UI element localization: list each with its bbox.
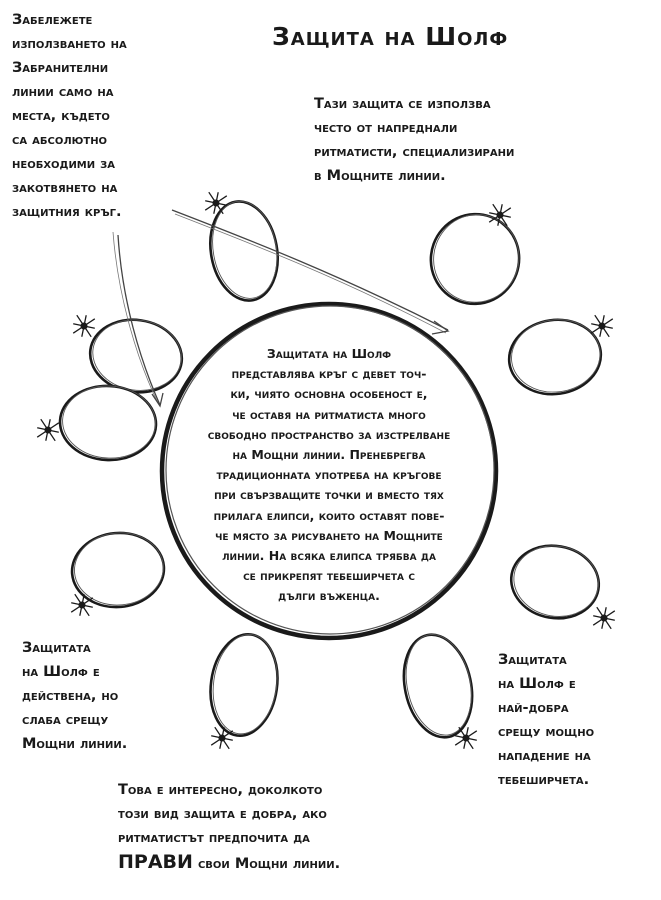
- center-line: ки, чиято основна особеност е,: [230, 386, 428, 402]
- note-line-emphasis: ПРАВИ свои Мощни линии.: [118, 850, 340, 876]
- note-line: места, където: [12, 108, 110, 124]
- note-line: нападение на: [498, 748, 591, 764]
- note-line: действена, но: [22, 688, 119, 704]
- note-line: ритматисти, специализирани: [314, 144, 515, 160]
- note-best-against: Защитата на Шолф е най-добра срещу мощно…: [498, 648, 594, 792]
- chalklings-group: [36, 191, 616, 750]
- chalkling-icon: [72, 314, 96, 338]
- note-line: често от напреднали: [314, 120, 458, 136]
- ellipses-group: [58, 200, 603, 739]
- defense-circle-group: [159, 301, 499, 641]
- note-line: в Мощните линии.: [314, 168, 446, 184]
- note-line: срещу мощно: [498, 724, 595, 740]
- bindpoint-ellipse-sketch-stroke: [92, 319, 182, 391]
- chalkling-icon: [204, 191, 228, 215]
- center-description: Защитата на Шолф представлява кръг с дев…: [169, 344, 489, 607]
- note-weak-against: Защитата на Шолф е действена, но слаба с…: [22, 636, 127, 756]
- note-line: Забележете: [12, 12, 93, 28]
- bindpoint-ellipse-sketch-stroke: [511, 319, 601, 393]
- emphasis-word: ПРАВИ: [118, 851, 193, 873]
- note-line: Защитата: [498, 652, 567, 668]
- bindpoint-ellipse-sketch-stroke: [513, 545, 599, 617]
- chalkling-body: [78, 601, 86, 609]
- emphasis-rest: свои Мощни линии.: [192, 856, 341, 872]
- note-forbidding-lines: Забележете използването на Забранителни …: [12, 8, 127, 224]
- defense-circle-sketch-stroke: [165, 305, 495, 635]
- chalkling-icon: [454, 726, 478, 750]
- bindpoint-ellipse: [509, 544, 601, 620]
- note-line: са абсолютно: [12, 132, 108, 148]
- bindpoint-ellipse: [507, 318, 603, 396]
- center-line: Защитата на Шолф: [266, 346, 392, 361]
- note-line: защитния кръг.: [12, 204, 122, 220]
- arrow-to-upper-bindpoint: [171, 209, 449, 331]
- bindpoint-ellipse-sketch-stroke: [62, 385, 156, 459]
- chalkling-body: [44, 426, 52, 434]
- chalkling-icon: [70, 593, 94, 617]
- chalkling-icon: [592, 606, 616, 630]
- note-line: Забранителни: [12, 60, 109, 76]
- chalkling-body: [462, 734, 470, 742]
- note-line: необходими за: [12, 156, 116, 172]
- chalkling-body: [600, 614, 608, 622]
- note-line: Тази защита се използва: [314, 96, 491, 112]
- bindpoint-ellipse-sketch-stroke: [212, 200, 278, 299]
- bindpoint-ellipse-sketch-stroke: [405, 634, 472, 736]
- note-line: линии само на: [12, 84, 114, 100]
- chalkling-icon: [210, 726, 234, 750]
- bindpoint-ellipse-sketch-stroke: [212, 633, 278, 735]
- center-line: се прикрепят тебеширчета с: [243, 568, 415, 584]
- chalkling-icon: [488, 203, 512, 227]
- note-line: на Шолф е: [22, 664, 100, 680]
- arrow-to-top-left-bindpoint-sketch: [112, 231, 159, 404]
- center-line: при свързващите точки и вместо тях: [214, 487, 444, 503]
- note-advanced-users: Тази защита се използва често от напредн…: [314, 92, 514, 188]
- page-title: Защита на Шолф: [272, 22, 509, 51]
- arrowhead-left: [151, 392, 164, 408]
- chalkling-body: [80, 322, 88, 330]
- bindpoint-ellipse: [58, 384, 158, 462]
- center-line: на Мощни линии. Пренебрегва: [232, 447, 426, 463]
- center-line: че място за рисуването на Мощните: [215, 527, 443, 543]
- note-line: Това е интересно, доколкото: [118, 782, 323, 798]
- bindpoint-ellipse-sketch-stroke: [433, 214, 520, 303]
- chalkling-body: [218, 734, 226, 742]
- defense-circle: [159, 301, 499, 641]
- note-line: слаба срещу: [22, 712, 109, 728]
- center-line: че оставя на ритматиста много: [232, 406, 426, 422]
- note-line: закотвянето на: [12, 180, 118, 196]
- note-line: Мощни линии.: [22, 736, 128, 752]
- note-line: най-добра: [498, 700, 569, 716]
- note-line: Защитата: [22, 640, 91, 656]
- center-line: прилага елипси, които оставят пове-: [213, 507, 445, 523]
- note-line: използването на: [12, 36, 127, 52]
- arrowhead-right: [431, 320, 450, 335]
- chalkling-body: [496, 211, 504, 219]
- bindpoint-ellipse: [429, 212, 521, 306]
- chalkling-icon: [36, 418, 60, 442]
- note-line: тебеширчета.: [498, 772, 590, 788]
- arrows-group: [112, 209, 450, 408]
- arrow-to-top-left-bindpoint: [117, 234, 161, 406]
- chalkling-body: [598, 322, 606, 330]
- note-bottom: Това е интересно, доколкото този вид защ…: [118, 778, 340, 876]
- bindpoint-ellipse: [402, 633, 474, 739]
- center-line: дълги въженца.: [278, 588, 380, 604]
- bindpoint-ellipse: [209, 200, 279, 302]
- note-line: този вид защита е добра, ако: [118, 806, 327, 822]
- note-line: на Шолф е: [498, 676, 576, 692]
- bindpoint-ellipse: [209, 632, 279, 738]
- chalkling-icon: [590, 314, 614, 338]
- arrow-to-upper-bindpoint-sketch: [174, 213, 447, 334]
- center-line: представлява кръг с девет точ-: [231, 366, 427, 382]
- bindpoint-ellipse-sketch-stroke: [74, 532, 164, 606]
- center-line: традиционната употреба на кръгове: [216, 467, 442, 483]
- chalkling-body: [212, 199, 220, 207]
- center-line: свободно пространство за изстрелване: [207, 426, 451, 442]
- note-line: ритматистът предпочита да: [118, 830, 310, 846]
- center-line: линии. На всяка елипса трябва да: [222, 548, 436, 564]
